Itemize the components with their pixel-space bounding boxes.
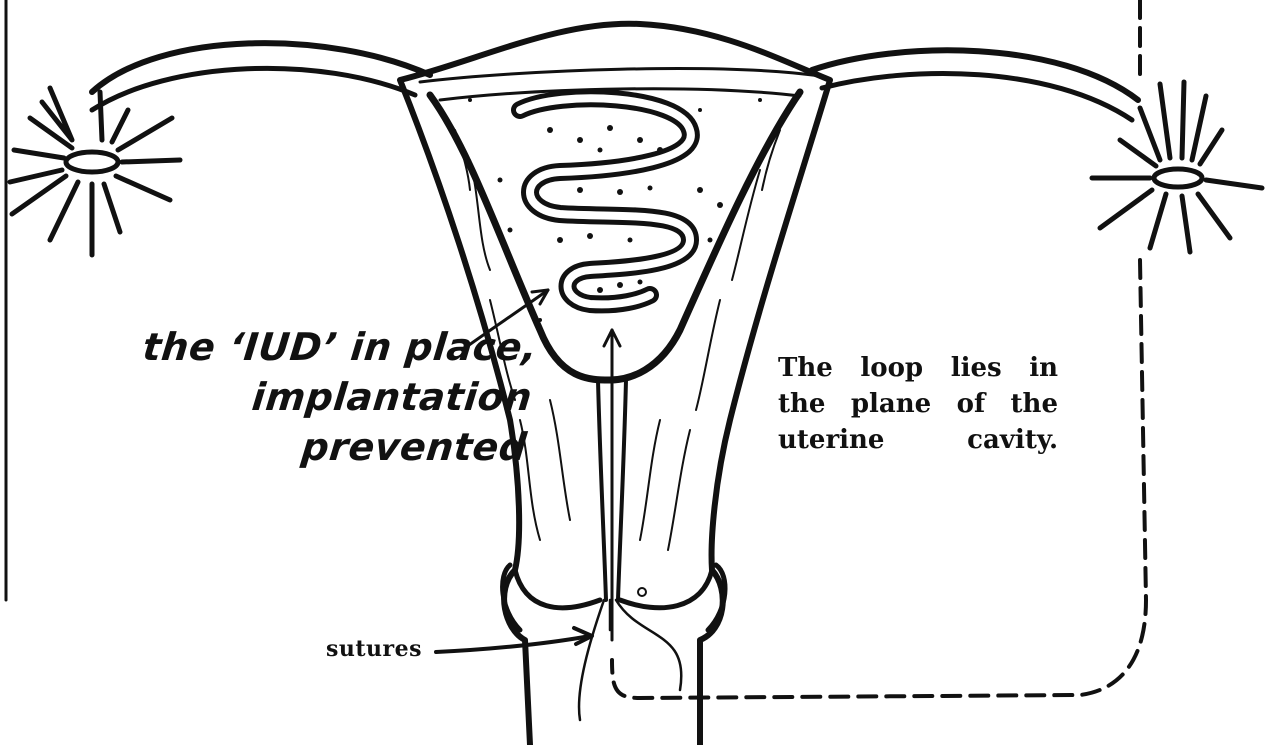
right-fallopian-tube xyxy=(812,50,1138,120)
suture-knot xyxy=(638,588,646,596)
dashed-insertion-path xyxy=(612,0,1146,698)
loop-caption-line-2: the plane of the xyxy=(778,386,1058,422)
cervix xyxy=(503,565,725,630)
iud-label: the ‘IUD’ in place, implantation prevent… xyxy=(54,322,540,472)
loop-caption-line-3: uterine cavity. xyxy=(778,422,1058,458)
left-ovary xyxy=(10,88,180,255)
sutures-label: sutures xyxy=(326,636,422,662)
iud-label-line-1: the ‘IUD’ in place, xyxy=(65,322,540,372)
iud-label-line-2: implantation prevented xyxy=(54,372,535,472)
iud-loop xyxy=(520,98,691,304)
suture-threads xyxy=(579,600,681,720)
loop-caption: The loop lies in the plane of the uterin… xyxy=(778,350,1058,458)
right-ovary xyxy=(1092,82,1262,252)
left-fallopian-tube xyxy=(92,43,430,110)
loop-caption-line-1: The loop lies in xyxy=(778,350,1058,386)
